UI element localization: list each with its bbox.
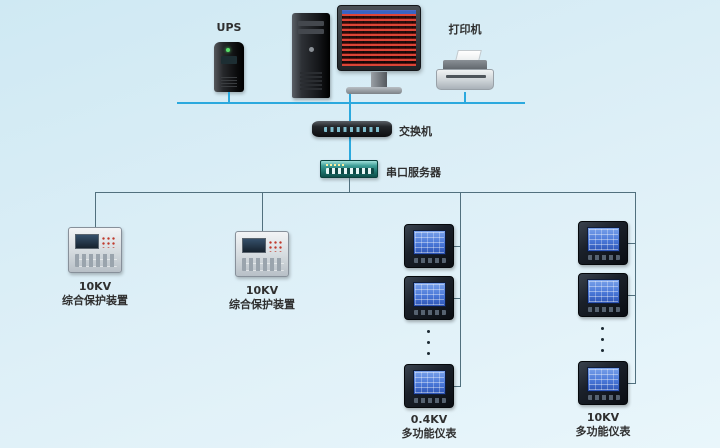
printer-body [436,69,494,90]
switch-ports [324,127,380,132]
tower-drive-bay [298,21,324,26]
ups-device [214,42,244,92]
relay-led-grid [100,235,115,248]
protection-device-1 [68,227,122,273]
monitor-screen-scada-display [342,10,416,66]
cable-switch-to-serial-server [349,137,351,160]
cable-printer-drop [464,92,466,102]
dot [427,341,430,344]
riser-meters-04kv [460,192,461,387]
meter-lcd-screen [413,230,446,255]
serial-server-ports [326,168,374,174]
meters-04kv-label: 0.4KV 多功能仪表 [384,413,474,442]
monitor-stand-base [346,87,402,94]
ups-display-panel [221,56,237,64]
meter-buttons [414,310,446,315]
dot [427,352,430,355]
workstation-tower [292,13,330,98]
ups-power-led-icon [226,48,230,52]
stub-meter-04kv-2 [454,298,461,299]
stub-meter-10kv-1 [628,243,636,244]
serial-server-leds [326,164,346,166]
serial-server-label: 串口服务器 [386,166,441,179]
dot [601,327,604,330]
meter-buttons [588,255,620,260]
meter-lcd-screen [413,282,446,307]
meter-10kv-1 [578,221,628,265]
meters-04kv-label-kv: 0.4KV [410,413,448,426]
protection-device-1-label: 10KV 综合保护装置 [50,280,140,309]
ellipsis-more-meters-04kv [427,330,430,355]
meter-buttons [588,395,620,400]
meter-04kv-3 [404,364,454,408]
protection-device-2-label: 10KV 综合保护装置 [217,284,307,313]
meter-04kv-1 [404,224,454,268]
meter-10kv-2 [578,273,628,317]
cable-serial-to-field-bus [349,178,350,193]
printer-output-slot [446,75,486,78]
relay-led-grid [267,239,282,252]
stub-meter-04kv-1 [454,246,461,247]
stub-meter-04kv-3 [454,386,461,387]
meter-lcd-screen [587,279,620,304]
protection-device-2 [235,231,289,277]
meter-lcd-screen [587,367,620,392]
meters-10kv-label-kv: 10KV [586,411,620,424]
meter-lcd-screen [413,370,446,395]
meters-04kv-label-name: 多功能仪表 [401,427,457,441]
switch-device [312,121,392,137]
dot [601,349,604,352]
ups-vent-grill [221,75,237,87]
stub-meter-10kv-3 [628,383,636,384]
riser-meters-10kv [635,192,636,384]
cable-ups-drop [228,92,230,102]
switch-label: 交换机 [399,125,432,138]
cable-bus-to-switch [349,104,351,121]
meter-10kv-3 [578,361,628,405]
tower-drive-bay [298,29,324,34]
meter-buttons [414,398,446,403]
workstation-monitor [337,5,421,71]
serial-server-device [320,160,378,178]
ups-label: UPS [216,21,242,34]
stub-meter-10kv-2 [628,295,636,296]
meters-10kv-label-name: 多功能仪表 [575,425,631,439]
field-distribution-bus [95,192,636,193]
tower-power-button-icon [309,47,314,52]
ellipsis-more-meters-10kv [601,327,604,352]
meter-buttons [414,258,446,263]
printer-top-cover [443,60,487,71]
protection-device-2-label-name: 综合保护装置 [229,298,295,312]
meter-04kv-2 [404,276,454,320]
monitor-stand-neck [371,72,387,87]
drop-protection-device-2 [262,192,263,231]
meter-buttons [588,307,620,312]
printer-device [436,50,494,92]
tower-vent-grill [300,70,322,90]
relay-keypad [75,254,117,267]
dot [601,338,604,341]
printer-label: 打印机 [448,23,482,36]
meters-10kv-label: 10KV 多功能仪表 [558,411,648,440]
protection-device-2-label-kv: 10KV [245,284,279,297]
cable-top-bus [177,102,525,104]
relay-lcd-screen [75,234,99,249]
relay-lcd-screen [242,238,266,253]
protection-device-1-label-kv: 10KV [78,280,112,293]
cable-workstation-drop [349,94,351,102]
drop-protection-device-1 [95,192,96,227]
relay-keypad [242,258,284,271]
meter-lcd-screen [587,227,620,252]
dot [427,330,430,333]
protection-device-1-label-name: 综合保护装置 [62,294,128,308]
